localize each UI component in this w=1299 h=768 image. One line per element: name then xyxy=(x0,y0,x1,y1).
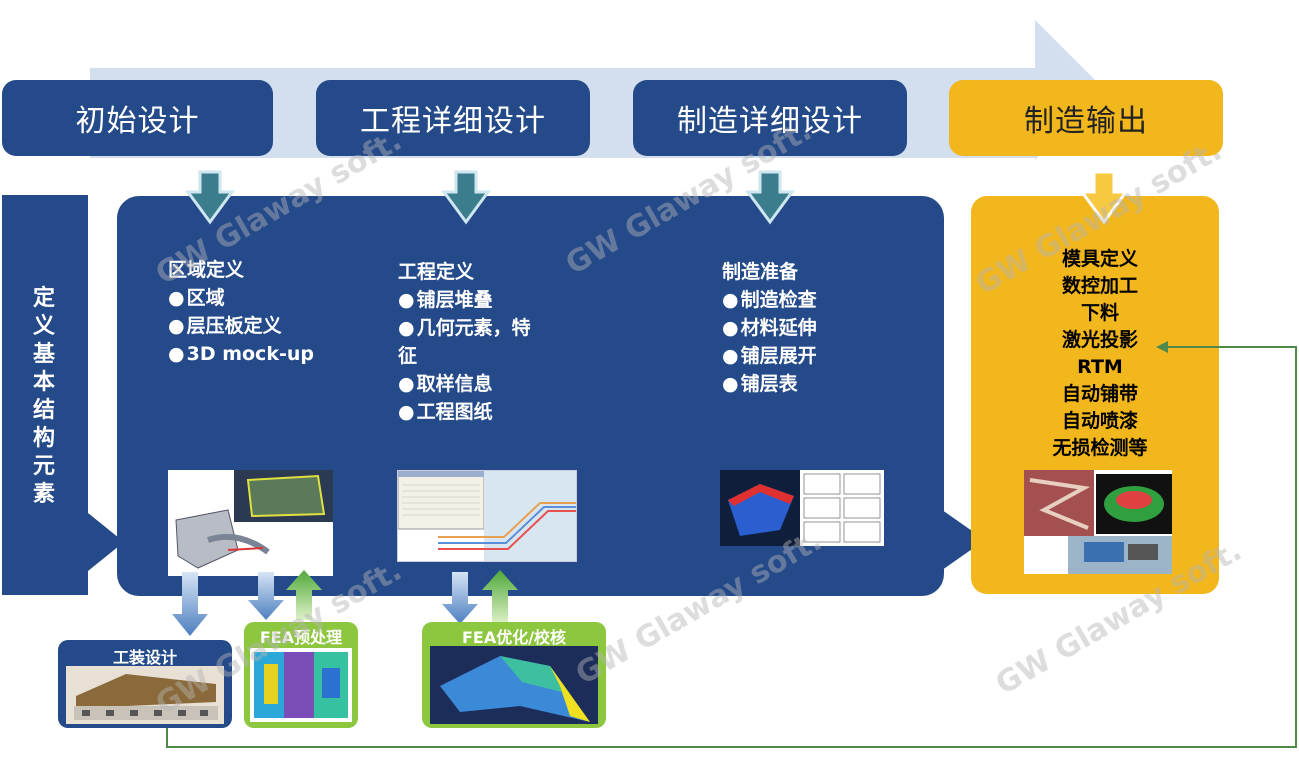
down-arrow-icon xyxy=(248,572,284,620)
list-item: 自动铺带 xyxy=(1061,383,1138,405)
fea-preprocessing-box: FEA预处理 xyxy=(244,622,358,728)
fea-result-image xyxy=(430,646,598,724)
output-list: 模具定义 数控加工 下料 激光投影 RTM 自动铺带 自动喷漆 无损检测等 xyxy=(1030,246,1170,462)
list-item: 铺层展开 xyxy=(722,342,817,370)
ply-table-thumbnail xyxy=(397,470,577,562)
box-title: 工装设计 xyxy=(112,648,177,667)
engineering-definition-list: 工程定义 铺层堆叠 几何元素，特征 取样信息 工程图纸 xyxy=(398,258,548,426)
list-title: 区域定义 xyxy=(168,259,245,281)
list-item: 几何元素，特征 xyxy=(398,314,548,370)
tooling-image xyxy=(66,666,224,724)
phase-label: 初始设计 xyxy=(75,104,200,139)
list-item: 铺层表 xyxy=(722,370,817,398)
manufacturing-prep-list: 制造准备 制造检查 材料延伸 铺层展开 铺层表 xyxy=(722,258,817,398)
phase-manufacturing-design: 制造详细设计 xyxy=(633,80,907,156)
list-item: 激光投影 xyxy=(1061,329,1138,351)
list-title: 制造准备 xyxy=(722,261,799,283)
down-arrow-icon xyxy=(442,572,478,624)
list-item: 层压板定义 xyxy=(168,312,314,340)
list-item: 自动喷漆 xyxy=(1061,410,1138,432)
up-arrow-icon xyxy=(482,570,518,624)
list-item: 模具定义 xyxy=(1061,248,1138,270)
list-item: 数控加工 xyxy=(1061,275,1138,297)
side-arrow xyxy=(2,195,124,595)
down-arrow-icon xyxy=(172,572,208,636)
fea-optimization-box: FEA优化/校核 xyxy=(422,622,606,728)
tooling-design-box: 工装设计 xyxy=(58,640,232,728)
phase-engineering-design: 工程详细设计 xyxy=(316,80,590,156)
box-title: FEA优化/校核 xyxy=(461,628,567,647)
down-arrow-icon xyxy=(185,170,235,225)
down-arrow-icon xyxy=(745,170,795,225)
initial-design-list: 区域定义 区域 层压板定义 3D mock-up xyxy=(168,256,314,368)
list-item: 无损检测等 xyxy=(1052,437,1148,459)
list-item: 取样信息 xyxy=(398,370,548,398)
manufacturing-check-thumbnail xyxy=(720,470,884,546)
down-arrow-icon xyxy=(1079,170,1129,225)
list-item: RTM xyxy=(1077,356,1123,378)
list-item: 3D mock-up xyxy=(168,340,314,368)
list-item: 区域 xyxy=(168,284,314,312)
phase-manufacturing-output: 制造输出 xyxy=(949,80,1223,156)
list-item: 下料 xyxy=(1080,302,1119,324)
phase-label: 制造输出 xyxy=(1024,104,1148,139)
fea-mesh-image xyxy=(250,648,352,722)
list-title: 工程定义 xyxy=(398,261,475,283)
output-thumbnail xyxy=(1024,470,1172,574)
side-label: 定义基本结构元素 xyxy=(32,286,55,507)
to-output-arrow xyxy=(935,505,985,575)
list-item: 材料延伸 xyxy=(722,314,817,342)
down-arrow-icon xyxy=(441,170,491,225)
box-title: FEA预处理 xyxy=(259,628,343,647)
phase-label: 工程详细设计 xyxy=(360,104,546,139)
phase-initial-design: 初始设计 xyxy=(2,80,273,156)
cad-model-thumbnail xyxy=(168,470,333,576)
list-item: 工程图纸 xyxy=(398,398,548,426)
list-item: 制造检查 xyxy=(722,286,817,314)
up-arrow-icon xyxy=(286,570,322,620)
list-item: 铺层堆叠 xyxy=(398,286,548,314)
phase-label: 制造详细设计 xyxy=(677,104,863,139)
